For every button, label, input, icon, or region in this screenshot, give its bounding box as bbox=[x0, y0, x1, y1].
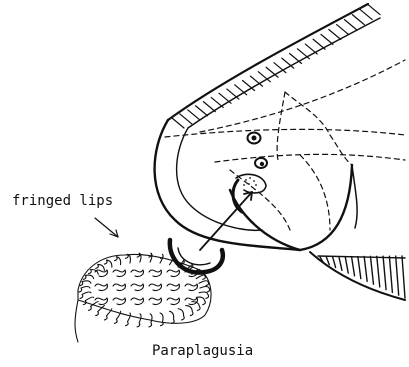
ventral-fin-ray bbox=[352, 257, 355, 276]
ventral-fin-ray bbox=[333, 257, 336, 268]
dorsal-fin-ray bbox=[337, 25, 349, 35]
lip-fringe bbox=[131, 284, 143, 291]
dorsal-fin-ray bbox=[321, 34, 333, 44]
callout-label: fringed lips bbox=[12, 194, 113, 208]
lip-fringe bbox=[196, 275, 205, 279]
dorsal-fin-ray bbox=[227, 89, 239, 99]
ventral-fin-ray bbox=[396, 256, 399, 295]
lip-fringe bbox=[149, 270, 161, 277]
ventral-fin-ray bbox=[370, 256, 373, 284]
lip-fringe bbox=[125, 254, 130, 263]
lip-fringe bbox=[104, 309, 111, 320]
lip-fringe bbox=[80, 281, 91, 286]
lip-fringe bbox=[160, 313, 163, 326]
eyes bbox=[248, 133, 268, 169]
lateral-lines bbox=[165, 60, 405, 230]
lip-fringe bbox=[114, 257, 120, 265]
lip-fringe bbox=[149, 284, 161, 291]
lip-fringe bbox=[113, 270, 125, 277]
dorsal-fin-ray bbox=[188, 110, 200, 120]
lip-fringe bbox=[149, 253, 152, 262]
fringed-lips-detail bbox=[75, 253, 211, 342]
lip-fringe bbox=[170, 311, 175, 323]
dorsal-fin-ray bbox=[360, 10, 372, 20]
lip-fringe bbox=[104, 260, 111, 267]
dorsal-fin-ray bbox=[305, 44, 317, 54]
dorsal-fin-ray bbox=[297, 49, 309, 59]
dorsal-fin-ray bbox=[329, 30, 341, 40]
lip-fringe bbox=[79, 287, 90, 293]
lip-fringe bbox=[113, 284, 125, 291]
dorsal-fin-ray bbox=[180, 114, 192, 124]
callout-arrow bbox=[95, 218, 118, 237]
lip-fringe bbox=[149, 298, 161, 305]
dorsal-fin-ray bbox=[203, 102, 215, 112]
lip-fringe bbox=[131, 298, 143, 305]
lip-fringe bbox=[199, 281, 209, 286]
ventral-fin-ray bbox=[402, 256, 405, 298]
lip-fringe bbox=[83, 275, 93, 279]
lip-fringe bbox=[80, 292, 91, 298]
lip-fringe bbox=[167, 284, 179, 291]
dorsal-fin-ray bbox=[344, 20, 356, 30]
dorsal-fin-ray bbox=[235, 85, 247, 95]
ventral-fin-ray bbox=[358, 257, 361, 279]
ventral-fin-ray bbox=[326, 257, 329, 265]
ventral-fin bbox=[310, 252, 405, 300]
ventral-fin-ray bbox=[364, 256, 367, 281]
lip-fringe bbox=[160, 254, 163, 263]
caption: Paraplagusia bbox=[152, 344, 253, 358]
dorsal-fin-ray bbox=[219, 93, 231, 103]
ventral-fin-ray bbox=[389, 256, 392, 292]
ventral-fin-ray bbox=[339, 257, 342, 271]
ventral-fin-ray bbox=[345, 257, 348, 273]
dorsal-fin bbox=[168, 4, 380, 128]
lip-fringe bbox=[95, 298, 107, 305]
dorsal-fin-ray bbox=[196, 106, 208, 116]
ventral-fin-ray bbox=[383, 256, 386, 289]
lip-fringe bbox=[178, 309, 184, 320]
dorsal-fin-ray bbox=[211, 97, 223, 107]
lip-fringe bbox=[113, 298, 125, 305]
lip-fringe bbox=[200, 287, 210, 293]
ventral-fin-ray bbox=[377, 256, 380, 287]
jaw-detail bbox=[170, 240, 223, 273]
lip-fringe bbox=[167, 298, 179, 305]
dorsal-fin-ray bbox=[352, 15, 364, 25]
lip-fringe bbox=[167, 270, 179, 277]
lip-fringe bbox=[137, 314, 141, 327]
dorsal-fin-ray bbox=[313, 39, 325, 49]
lip-fringe bbox=[96, 264, 105, 270]
dorsal-fin-ray bbox=[290, 53, 302, 63]
lip-fringe bbox=[186, 306, 193, 316]
lip-fringe bbox=[185, 298, 197, 305]
dorsal-fin-ray bbox=[368, 5, 380, 15]
lip-fringe bbox=[95, 284, 107, 291]
lip-fringe bbox=[185, 284, 197, 291]
dorsal-fin-ray bbox=[172, 118, 184, 128]
lip-fringe bbox=[131, 270, 143, 277]
